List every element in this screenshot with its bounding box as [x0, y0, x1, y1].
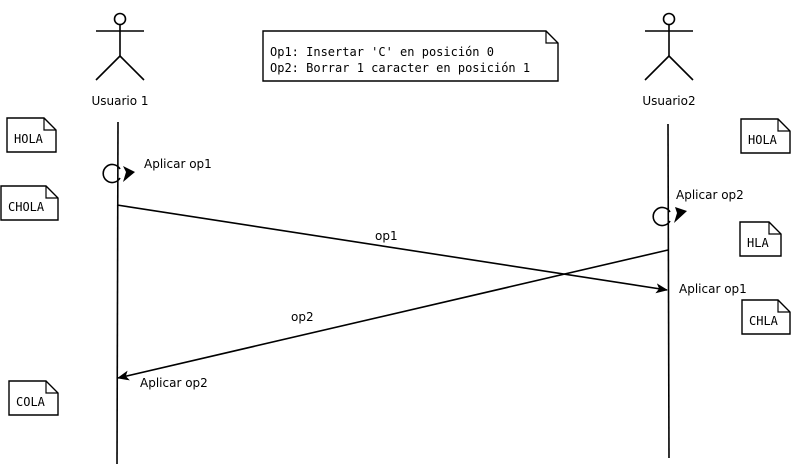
state-note-user1-chola: CHOLA — [0, 185, 59, 221]
actor-label: Usuario2 — [642, 94, 695, 108]
lifeline-usuario2 — [667, 123, 670, 459]
self-apply-user2: Aplicar op2 — [652, 188, 744, 227]
stick-figure-icon — [644, 12, 694, 81]
svg-text:COLA: COLA — [16, 395, 46, 409]
operations-note: Op1: Insertar 'C' en posición 0 Op2: Bor… — [262, 30, 559, 82]
state-note-user2-chla: CHLA — [741, 299, 791, 335]
lifeline-usuario1 — [116, 121, 119, 465]
receive-apply-user1: Aplicar op2 — [140, 376, 208, 390]
actor-label: Usuario 1 — [91, 94, 148, 108]
state-note-user2-hola: HOLA — [740, 118, 791, 154]
actor-usuario1: Usuario 1 — [91, 12, 149, 108]
actor-usuario2: Usuario2 — [642, 12, 696, 108]
message-op1: op1 — [116, 204, 668, 294]
svg-text:op2: op2 — [291, 310, 314, 324]
arrow-head-icon — [123, 166, 135, 182]
state-note-user2-hla: HLA — [739, 221, 782, 257]
stick-figure-icon — [95, 12, 145, 81]
svg-text:HOLA: HOLA — [748, 133, 778, 147]
note-line-op2: Op2: Borrar 1 caracter en posición 1 — [270, 61, 530, 75]
svg-text:CHOLA: CHOLA — [8, 200, 45, 214]
receive-apply-user2: Aplicar op1 — [679, 282, 747, 296]
arrow-head-icon — [674, 207, 687, 223]
svg-text:Aplicar op2: Aplicar op2 — [676, 188, 744, 202]
message-op2: op2 — [117, 249, 669, 381]
self-apply-user1: Aplicar op1 — [102, 157, 212, 184]
svg-text:HOLA: HOLA — [14, 132, 44, 146]
svg-text:Aplicar op1: Aplicar op1 — [144, 157, 212, 171]
state-note-user1-cola: COLA — [8, 380, 59, 416]
state-note-user1-hola: HOLA — [6, 117, 57, 153]
svg-text:HLA: HLA — [747, 236, 769, 250]
svg-text:CHLA: CHLA — [749, 314, 779, 328]
note-line-op1: Op1: Insertar 'C' en posición 0 — [270, 45, 494, 59]
svg-text:op1: op1 — [375, 229, 398, 243]
